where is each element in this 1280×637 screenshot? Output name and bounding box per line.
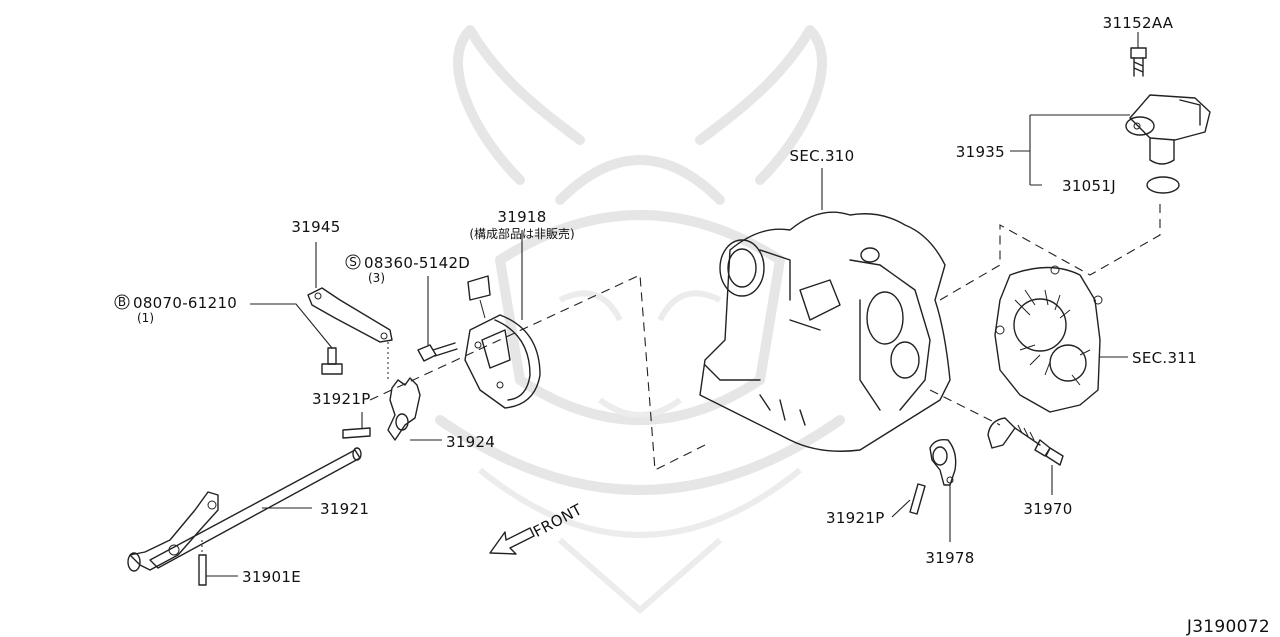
label-sec310: SEC.310 [790,147,855,165]
samurai-helmet-icon [435,25,845,614]
label-31918-note: (構成部品は非販売) [469,226,574,241]
label-08360: 08360-5142D [364,254,470,272]
label-31935: 31935 [956,143,1005,161]
assembly-line-right [939,198,1161,301]
mark-s-icon [345,254,361,270]
switch-bolt [417,342,458,362]
label-31924: 31924 [446,433,495,451]
manual-shaft [127,447,362,572]
bracket [307,287,393,343]
pin-31921P-right [909,483,926,515]
document-id: J3190072 [1186,617,1270,637]
clutch-housing [994,265,1103,413]
front-arrow-icon [489,527,535,555]
mark-b-icon [114,294,130,310]
label-31970: 31970 [1023,500,1072,518]
label-08070: 08070-61210 [133,294,237,312]
control-lever [929,438,957,486]
label-31921P-right: 31921P [826,509,885,527]
label-31921: 31921 [320,500,369,518]
label-31918: 31918 [497,208,546,226]
label-31152AA: 31152AA [1103,14,1174,32]
sensor-bolt [1130,47,1147,77]
leader-lines [206,32,1139,577]
assembly-line-left [369,274,706,471]
label-31945: 31945 [291,218,340,236]
inhibitor-switch [464,275,541,409]
label-08360-qty: (3) [368,271,385,285]
detent-plate [387,377,421,441]
label-31921P-left: 31921P [312,390,371,408]
revolution-sensor [1125,94,1211,165]
label-31051J: 31051J [1062,177,1116,195]
o-ring [1146,176,1180,194]
label-31901E: 31901E [242,568,301,586]
label-08070-qty: (1) [137,311,154,325]
bracket-bolt [321,347,343,375]
oil-tube [987,417,1064,466]
label-08360-mark: S [349,255,357,269]
label-31978: 31978 [925,549,974,567]
label-sec311: SEC.311 [1132,349,1197,367]
pin-31921P-left [342,427,371,439]
transmission-case [699,211,951,452]
label-08070-mark: B [118,295,126,309]
pin-31901E [198,554,207,586]
